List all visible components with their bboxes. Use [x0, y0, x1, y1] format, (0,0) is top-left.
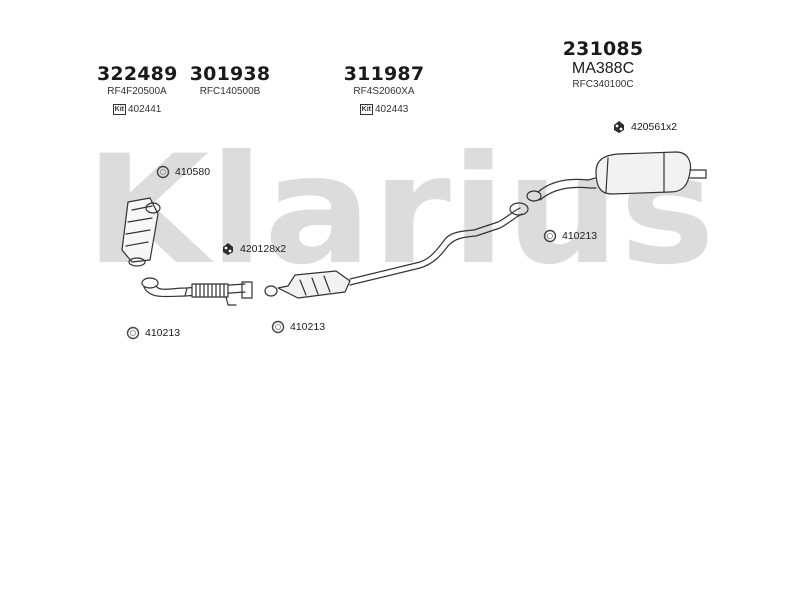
rubber-hanger-icon [614, 121, 624, 133]
part-322489: 322489 RF4F20500A Kit 402441 [97, 63, 177, 117]
part-311987: 311987 RF4S2060XA Kit 402443 [342, 63, 426, 117]
front-pipe [141, 277, 253, 306]
accessory-gasket: 410580 [156, 165, 210, 179]
accessory-label: 420128x2 [240, 243, 287, 255]
accessory-hanger: 420561x2 [612, 120, 677, 134]
part-301938: 301938 RFC140500B [188, 63, 272, 98]
accessory-hanger: 420128x2 [221, 242, 286, 256]
kit-icon: Kit [112, 104, 126, 115]
gasket-ring-icon [156, 165, 170, 179]
gasket-ring-icon [271, 320, 285, 334]
intermediate-pipe [349, 202, 529, 286]
kit-number: 402443 [374, 103, 409, 115]
manifold-catalyst [121, 197, 161, 267]
accessory-label: 410213 [290, 321, 326, 333]
accessory-gasket: 410213 [126, 326, 180, 340]
accessory-label: 410213 [562, 230, 598, 242]
accessory-gasket: 410213 [271, 320, 325, 334]
kit-reference: Kit 402441 [112, 103, 162, 117]
gasket-ring-icon [126, 326, 140, 340]
rubber-hanger-icon [223, 243, 233, 255]
accessory-label: 410213 [145, 327, 181, 339]
part-number: 322489 [97, 63, 178, 85]
watermark: Klarius [85, 124, 715, 298]
part-231085: 231085 MA388C RFC340100C [561, 38, 645, 91]
kit-reference: Kit 402443 [359, 103, 409, 117]
part-reference: RFC140500B [199, 86, 261, 97]
rear-silencer [526, 151, 707, 202]
gasket-ring-icon [543, 229, 557, 243]
accessory-gasket: 410213 [543, 229, 597, 243]
part-reference: RF4F20500A [107, 86, 167, 97]
part-reference: RF4S2060XA [353, 86, 415, 97]
part-number: 301938 [189, 63, 271, 85]
part-number: 231085 [562, 38, 644, 60]
part-oem-number: MA388C [571, 60, 635, 77]
kit-icon: Kit [359, 104, 373, 115]
accessory-label: 410580 [175, 166, 211, 178]
part-number: 311987 [343, 63, 425, 85]
accessory-label: 420561x2 [631, 121, 678, 133]
kit-number: 402441 [127, 103, 162, 115]
part-reference: RFC340100C [572, 79, 634, 90]
centre-catalyst [264, 270, 351, 299]
